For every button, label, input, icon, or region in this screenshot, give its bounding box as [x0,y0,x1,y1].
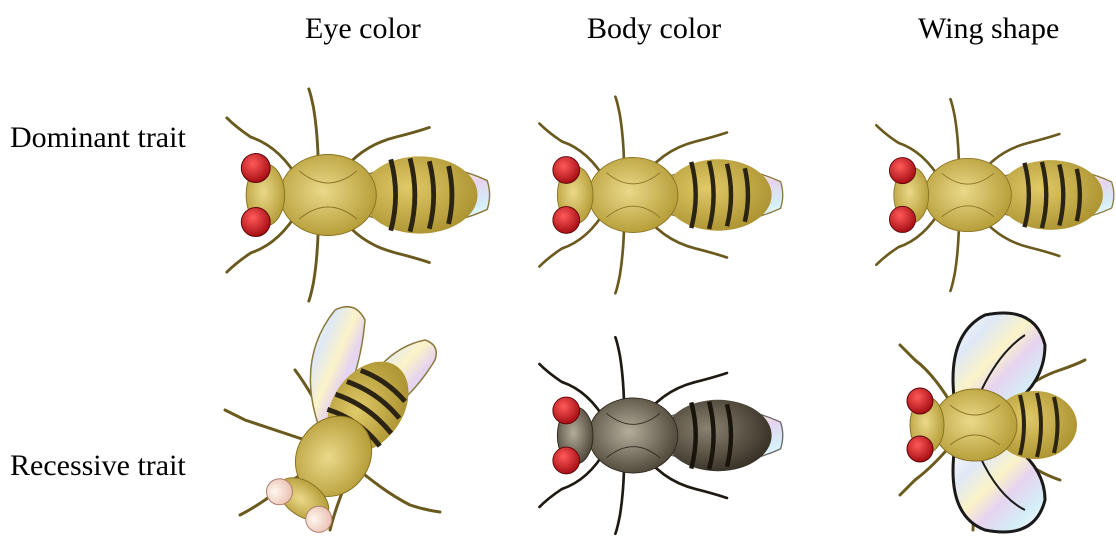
column-header-body-color: Body color [587,12,721,46]
column-header-eye-color: Eye color [305,12,421,46]
fly-dominant-eye-color [222,85,492,305]
column-header-wing-shape: Wing shape [918,12,1059,46]
row-label-dominant-trait: Dominant trait [10,121,186,155]
row-label-recessive-trait: Recessive trait [10,449,186,483]
fly-recessive-wing-shape [895,305,1095,535]
fly-dominant-body-color [535,85,785,305]
fly-recessive-eye-color [225,300,455,540]
fly-recessive-body-color [535,330,785,541]
fly-dominant-wing-shape [872,85,1116,305]
